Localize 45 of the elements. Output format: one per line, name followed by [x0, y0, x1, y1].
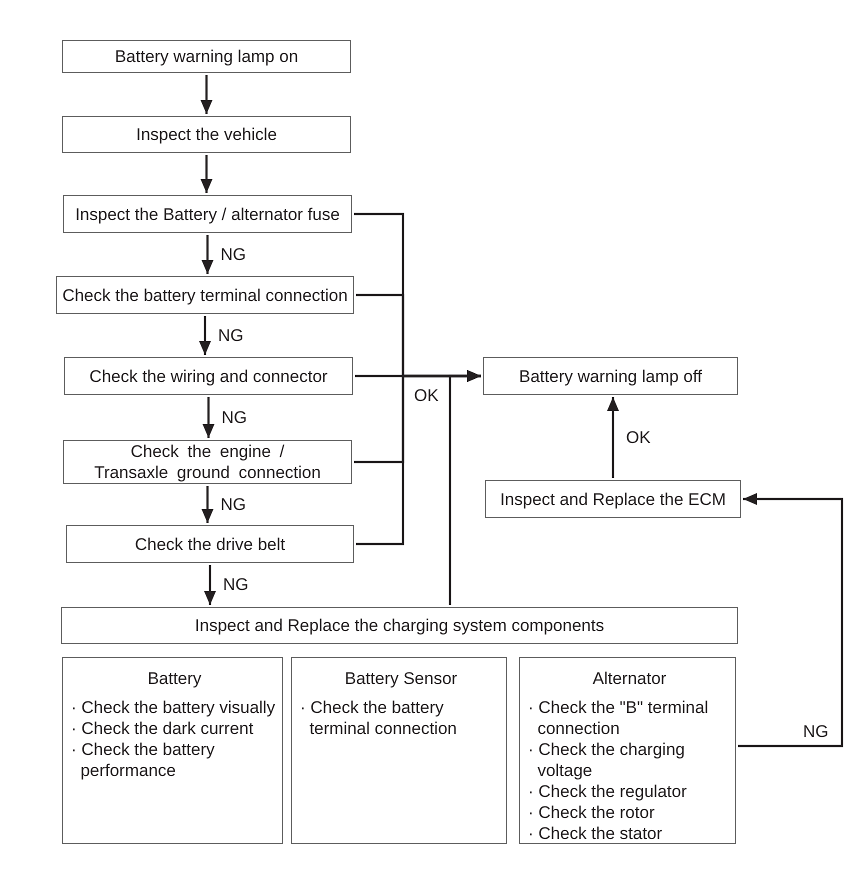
process-box	[63, 195, 352, 233]
checklist-item: · Check the battery performance	[71, 739, 216, 781]
arrow	[738, 493, 844, 748]
checklist-item: · Check the rotor	[528, 802, 655, 823]
arrow	[607, 397, 619, 478]
process-box	[62, 40, 351, 73]
step-text: Inspect and Replace the charging system components	[194, 615, 604, 636]
checklist-item: · Check the regulator	[528, 781, 687, 802]
checklist-item: · Check the charging voltage	[528, 739, 686, 781]
step-text: Battery warning lamp on	[114, 46, 298, 67]
checklist-box	[62, 657, 283, 844]
arrow	[202, 397, 214, 438]
arrow	[204, 565, 216, 605]
arrow	[202, 486, 214, 523]
arrow	[200, 155, 212, 193]
process-box	[63, 440, 352, 484]
checklist-box	[291, 657, 507, 844]
step-text: Check the wiring and connector	[89, 366, 328, 386]
step-text: Check the drive belt	[134, 534, 286, 554]
checklist-item: · Check the battery terminal connection	[300, 697, 458, 739]
arrow	[200, 75, 212, 114]
checklist-item: · Check the dark current	[71, 718, 254, 739]
process-box	[56, 276, 354, 314]
box-heading: Alternator	[592, 668, 666, 689]
arrow	[199, 316, 211, 355]
process-box	[485, 480, 741, 518]
process-box	[483, 357, 738, 395]
checklist-box	[519, 657, 736, 844]
checklist-item: · Check the battery visually	[71, 697, 276, 718]
step-text: Battery warning lamp off	[519, 366, 702, 386]
process-box	[66, 525, 354, 563]
checklist-item: · Check the stator	[528, 823, 662, 844]
box-heading: Battery	[148, 668, 202, 689]
process-box	[62, 116, 351, 153]
process-box	[64, 357, 353, 395]
step-text: Check the engine / Transaxle ground connection	[93, 441, 322, 483]
step-text: Check the battery terminal connection	[62, 284, 348, 306]
box-heading: Battery Sensor	[344, 668, 458, 689]
arrow	[448, 370, 481, 605]
checklist-item: · Check the "B" terminal connection	[528, 697, 710, 739]
step-text: Inspect the vehicle	[136, 124, 277, 145]
process-box	[61, 607, 738, 644]
arrow	[202, 235, 214, 274]
step-text: Inspect the Battery / alternator fuse	[75, 204, 340, 224]
step-text: Inspect and Replace the ECM	[500, 488, 726, 510]
